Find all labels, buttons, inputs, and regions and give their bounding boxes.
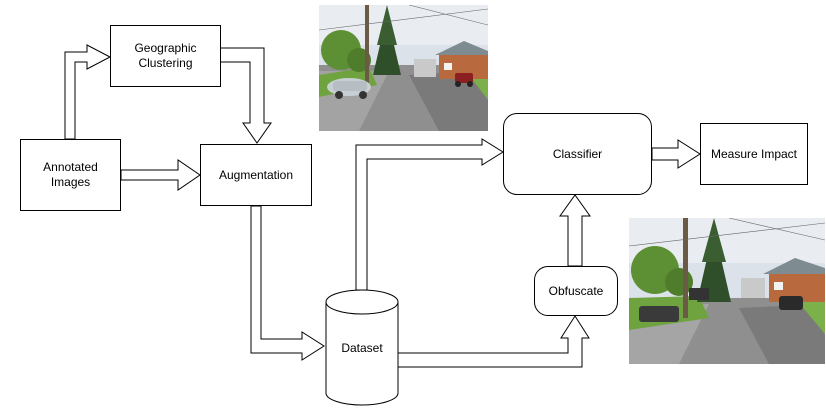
arrow-augmentation-to-dataset — [250, 205, 325, 361]
arrow-clustering-to-augmentation — [219, 47, 272, 144]
classifier-label: Classifier — [552, 146, 603, 161]
augmentation-node: Augmentation — [200, 144, 312, 206]
street-view-photo-original — [319, 5, 488, 131]
geographic-clustering-node: Geographic Clustering — [110, 25, 221, 87]
obfuscate-node: Obfuscate — [534, 266, 618, 316]
measure-impact-node: Measure Impact — [700, 123, 808, 185]
measure-impact-label: Measure Impact — [710, 146, 798, 161]
classifier-node: Classifier — [503, 113, 652, 195]
obfuscate-label: Obfuscate — [548, 283, 604, 298]
arrow-dataset-to-classifier — [355, 138, 504, 291]
arrow-images-to-clustering — [64, 44, 112, 140]
geographic-clustering-label: Geographic Clustering — [134, 41, 197, 70]
arrow-obfuscate-to-classifier — [559, 194, 591, 267]
street-view-photo-obfuscated — [629, 218, 825, 364]
arrow-dataset-to-obfuscate — [397, 315, 590, 368]
arrow-images-to-augmentation — [120, 159, 201, 191]
augmentation-label: Augmentation — [218, 167, 294, 182]
dataset-cylinder — [325, 289, 399, 406]
dataset-label: Dataset — [341, 341, 383, 355]
annotated-images-label: Annotated Images — [43, 160, 98, 189]
arrow-classifier-to-measure — [651, 139, 701, 169]
annotated-images-node: Annotated Images — [20, 139, 121, 211]
